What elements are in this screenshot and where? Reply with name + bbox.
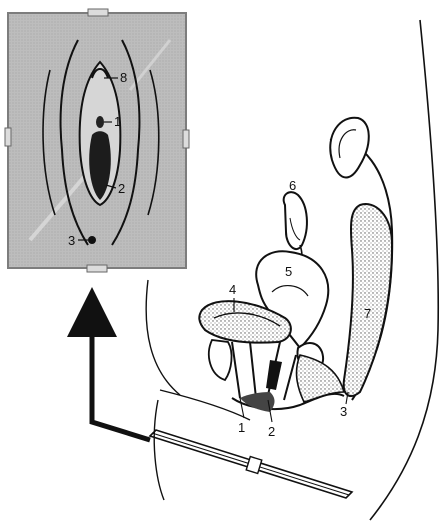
inset-clip-left: [5, 128, 11, 146]
rectum-organ: [344, 204, 392, 396]
inset-label-1: 1: [114, 114, 121, 129]
instrument-rod: [150, 430, 352, 498]
label-6: 6: [289, 178, 296, 193]
ovary: [284, 192, 307, 249]
inset-clip-bottom: [87, 265, 107, 272]
inset-panel: 8 1 2 3: [5, 9, 189, 272]
label-1: 1: [238, 420, 245, 435]
label-3: 3: [340, 404, 347, 419]
inset-clip-top: [88, 9, 108, 16]
inset-anus: [88, 236, 96, 244]
bowel-loop: [330, 118, 369, 178]
view-arrow: [92, 312, 150, 440]
thigh-contour: [146, 280, 180, 395]
inset-urethral-opening: [96, 116, 104, 128]
inset-label-2: 2: [118, 181, 125, 196]
inset-label-3: 3: [68, 233, 75, 248]
inset-label-8: 8: [120, 70, 127, 85]
urethra: [232, 342, 256, 398]
buttock-contour: [160, 390, 250, 420]
label-2: 2: [268, 424, 275, 439]
pubic-bone: [209, 340, 232, 380]
inset-clip-right: [183, 130, 189, 148]
lower-leg-contour: [154, 400, 164, 500]
label-5: 5: [285, 264, 292, 279]
label-7: 7: [364, 306, 371, 321]
label-4: 4: [229, 282, 236, 297]
